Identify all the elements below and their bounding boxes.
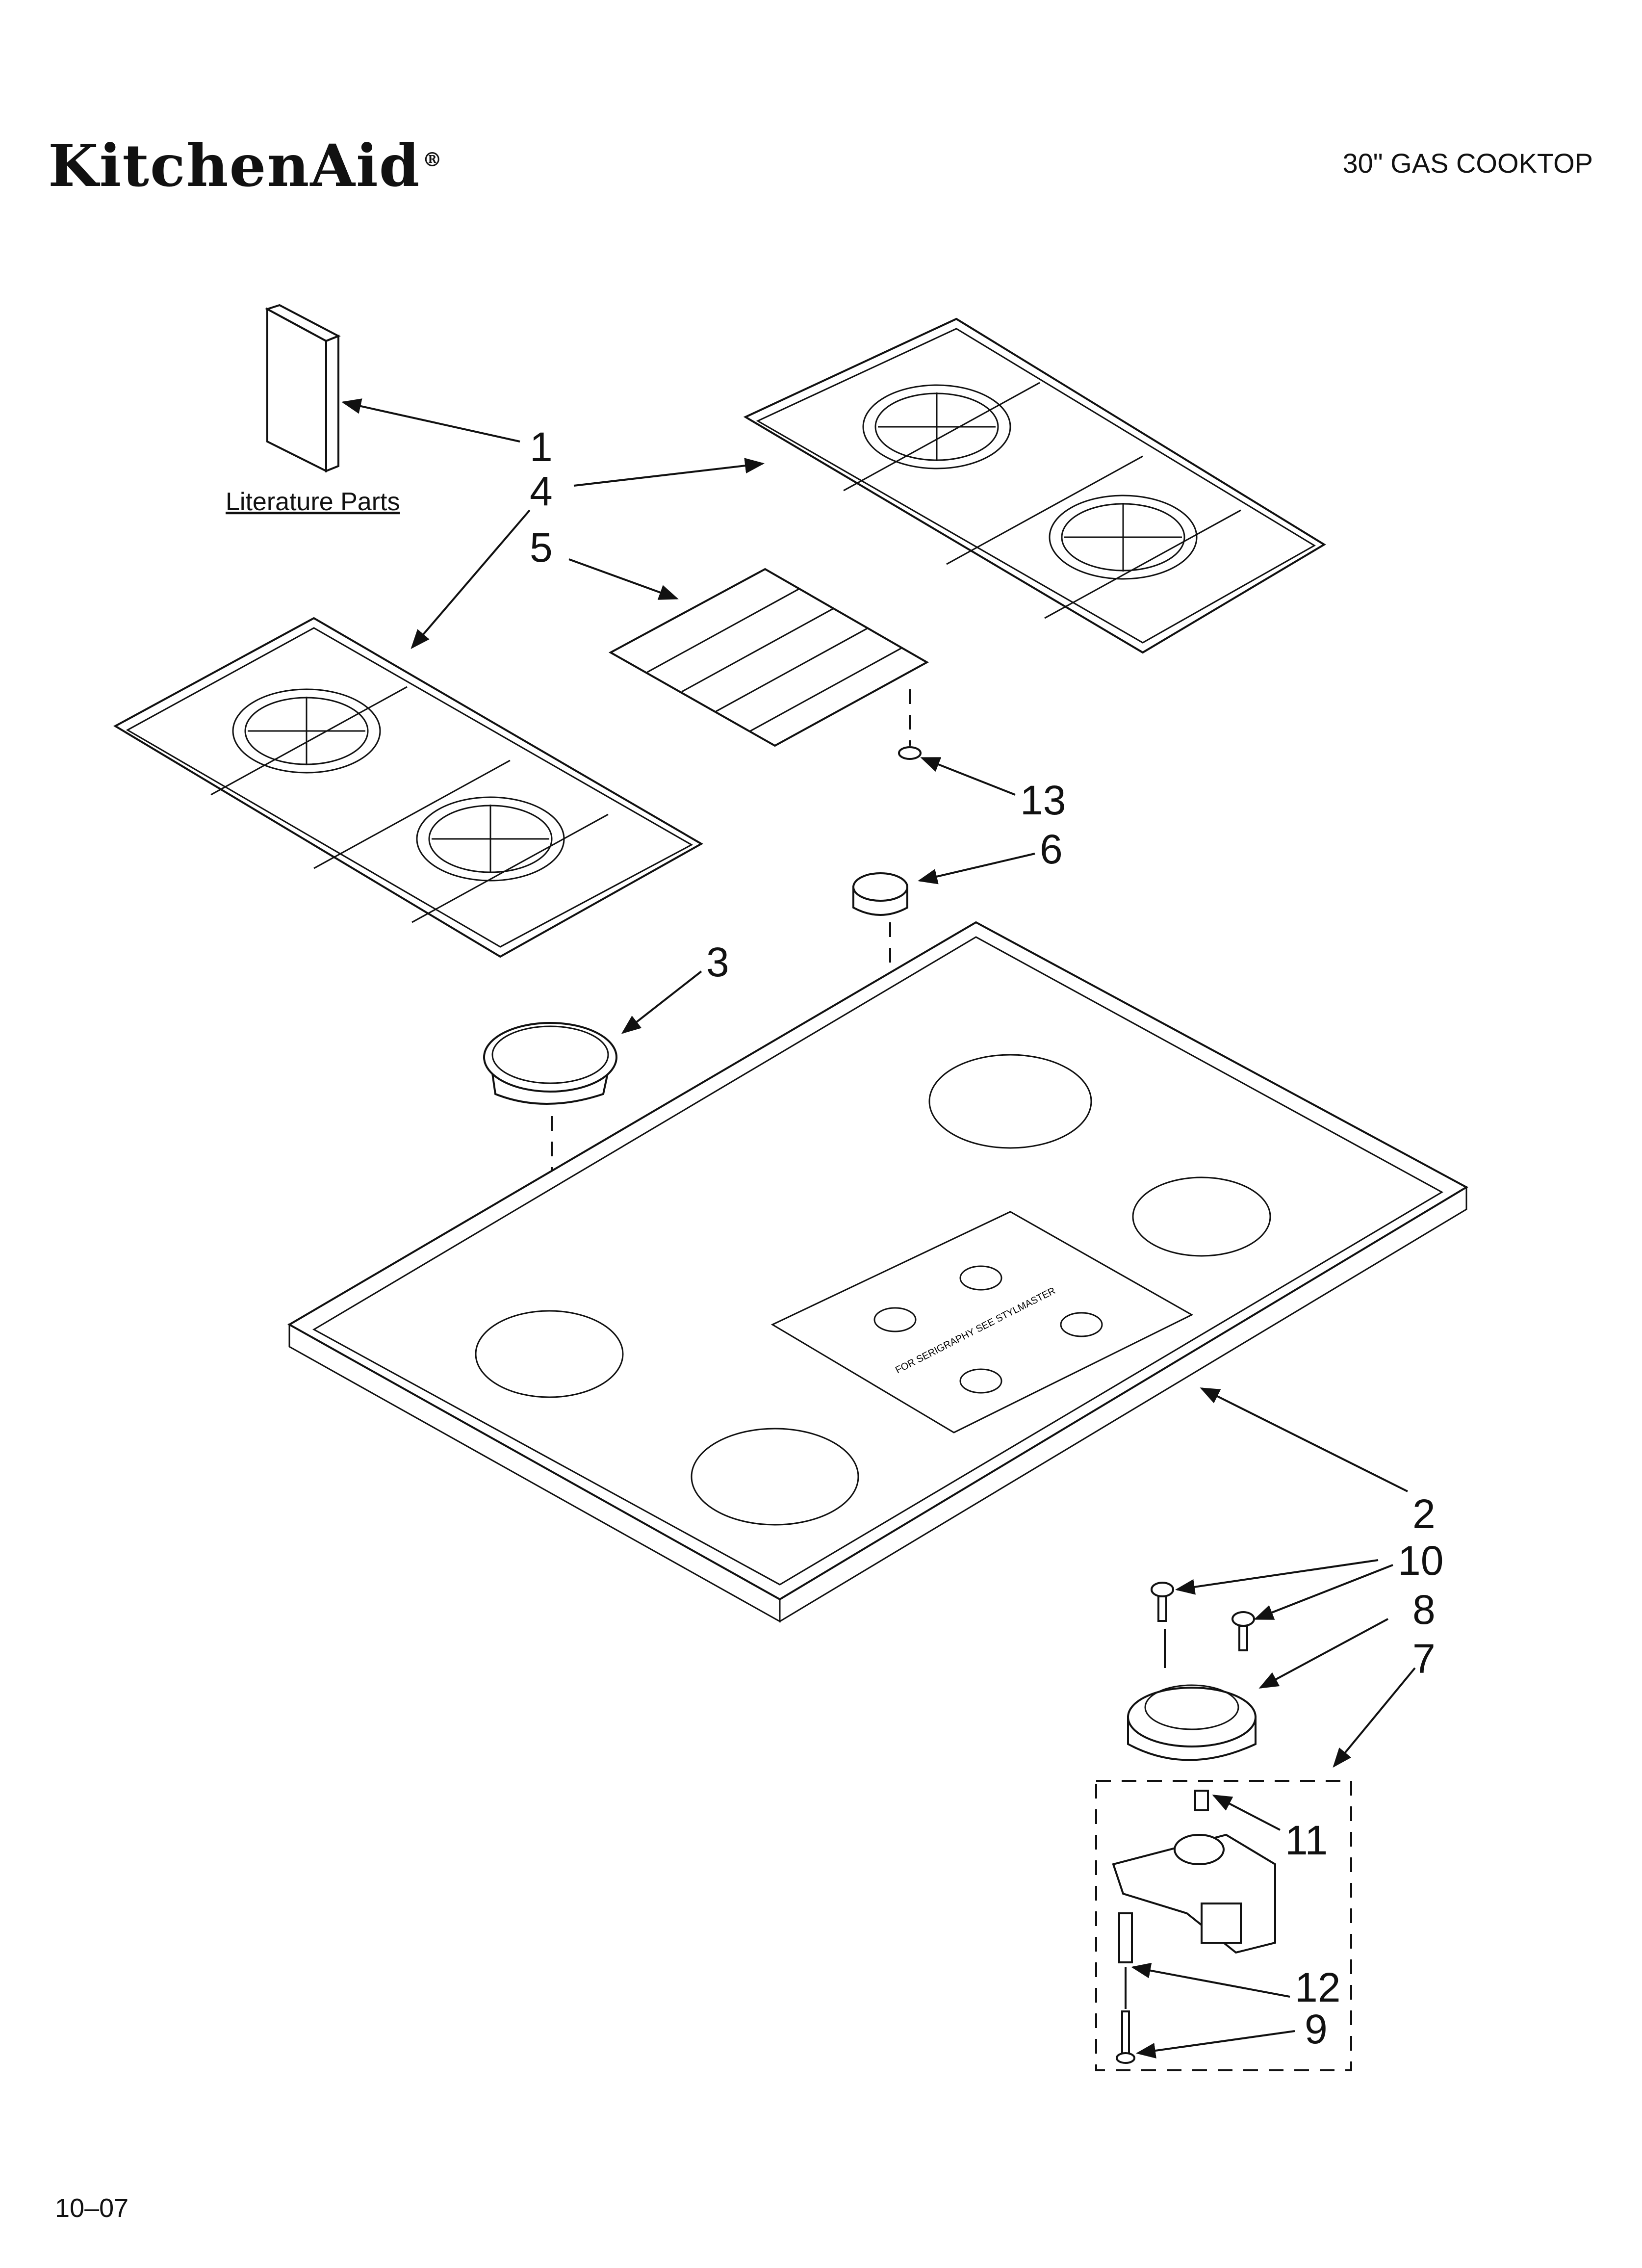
burner-valve: [1112, 1833, 1276, 1954]
callout-10: 10: [1398, 1538, 1443, 1584]
orifice: [1194, 1790, 1209, 1811]
callout-5: 5: [530, 524, 553, 571]
valve-assembly-box: [1095, 1780, 1352, 2071]
registered-mark: ®: [422, 148, 443, 171]
grommet: [898, 746, 922, 760]
logo-text: KitchenAid: [48, 131, 421, 200]
callout-3: 3: [706, 939, 729, 985]
screw-right: [1232, 1611, 1255, 1651]
callout-9: 9: [1305, 2006, 1328, 2052]
control-knob: [852, 872, 908, 916]
callout-11: 11: [1285, 1817, 1328, 1863]
right-grate: [743, 317, 1326, 654]
date-code: 10–07: [55, 2193, 129, 2223]
callout-1: 1: [530, 424, 553, 470]
kitchenaid-logo: KitchenAid®: [48, 131, 443, 200]
literature-book: [264, 304, 341, 473]
literature-parts-label: Literature Parts: [226, 488, 400, 516]
model-title: 30" GAS COOKTOP: [1342, 148, 1593, 179]
callout-6: 6: [1040, 826, 1063, 872]
burner-base: [1127, 1684, 1257, 1761]
callout-13: 13: [1020, 777, 1066, 823]
cooktop-top: FOR SERIGRAPHY SEE STYLMASTER: [287, 921, 1469, 1623]
callout-7: 7: [1412, 1636, 1436, 1682]
left-grate: [113, 617, 704, 958]
callout-2: 2: [1412, 1491, 1436, 1537]
callout-8: 8: [1412, 1587, 1436, 1633]
mounting-screw: [1116, 2010, 1135, 2064]
igniter: [1118, 1912, 1133, 1963]
callout-12: 12: [1295, 1964, 1340, 2010]
callout-4: 4: [530, 468, 553, 514]
burner-cap: [483, 1022, 617, 1105]
screw-left: [1151, 1582, 1174, 1622]
center-grate: [608, 568, 929, 747]
leader-lines: [341, 398, 1416, 2059]
